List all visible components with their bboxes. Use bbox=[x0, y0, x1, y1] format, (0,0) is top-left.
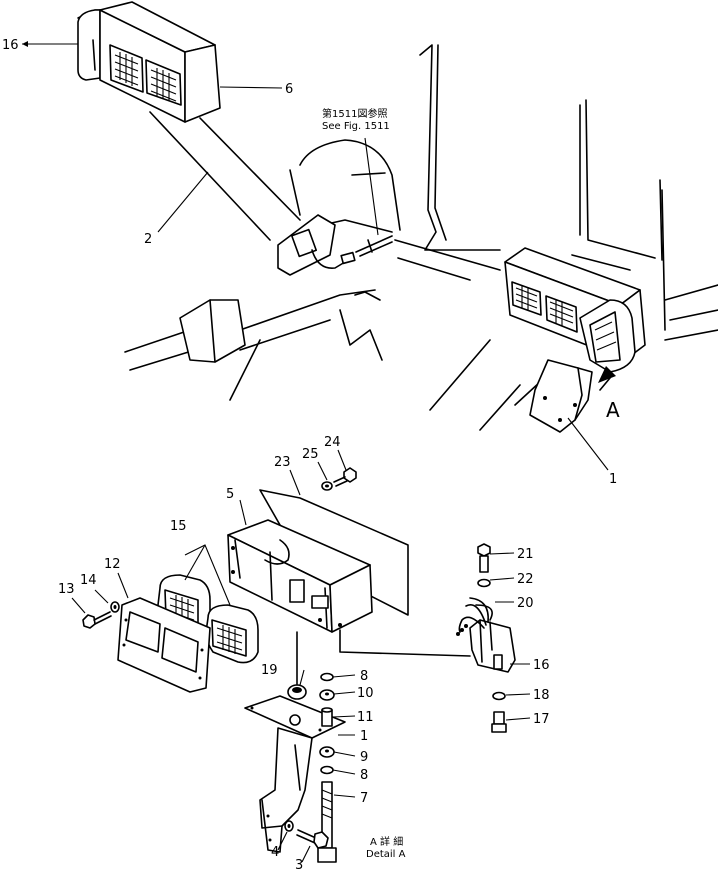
detail-caption-en: Detail A bbox=[366, 849, 406, 860]
reference-notes: 第1511図参照 See Fig. 1511 A A 詳 細 Detail A bbox=[322, 107, 620, 860]
upper-assembly-view bbox=[77, 1, 718, 433]
callout-4: 4 bbox=[271, 845, 279, 860]
callout-20: 20 bbox=[517, 596, 534, 611]
callout-14: 14 bbox=[80, 573, 97, 588]
callout-16-top: 16 bbox=[2, 38, 19, 53]
callout-1-top: 1 bbox=[609, 472, 617, 487]
callout-7: 7 bbox=[360, 791, 368, 806]
callout-6: 6 bbox=[285, 82, 293, 97]
callout-9: 9 bbox=[360, 750, 368, 765]
callout-18: 18 bbox=[533, 688, 550, 703]
callout-23: 23 bbox=[274, 455, 291, 470]
callout-24: 24 bbox=[324, 435, 341, 450]
callout-15: 15 bbox=[170, 519, 187, 534]
callout-11: 11 bbox=[357, 710, 374, 725]
callout-5: 5 bbox=[226, 487, 234, 502]
callout-16-detail: 16 bbox=[533, 658, 550, 673]
callout-8-lower: 8 bbox=[360, 768, 368, 783]
see-fig-note-en: See Fig. 1511 bbox=[322, 121, 390, 132]
callout-12: 12 bbox=[104, 557, 121, 572]
view-arrow-label-a: A bbox=[606, 398, 620, 422]
leader-lines bbox=[22, 41, 609, 863]
callout-10: 10 bbox=[357, 686, 374, 701]
callout-19: 19 bbox=[261, 663, 278, 678]
callout-13: 13 bbox=[58, 582, 75, 597]
lamp-grid-left bbox=[114, 52, 177, 102]
callout-17: 17 bbox=[533, 712, 550, 727]
detail-caption-jp: A 詳 細 bbox=[370, 835, 403, 848]
callout-8-upper: 8 bbox=[360, 669, 368, 684]
see-fig-note-jp: 第1511図参照 bbox=[322, 107, 387, 120]
callout-21: 21 bbox=[517, 547, 534, 562]
callout-22: 22 bbox=[517, 572, 534, 587]
callout-3: 3 bbox=[295, 858, 303, 872]
callout-1-detail: 1 bbox=[360, 729, 368, 744]
callout-25: 25 bbox=[302, 447, 319, 462]
callout-2: 2 bbox=[144, 232, 152, 247]
detail-a-exploded-view bbox=[82, 467, 516, 863]
callout-labels: 16 6 2 1 24 25 23 5 15 12 14 13 21 22 20… bbox=[2, 38, 617, 872]
